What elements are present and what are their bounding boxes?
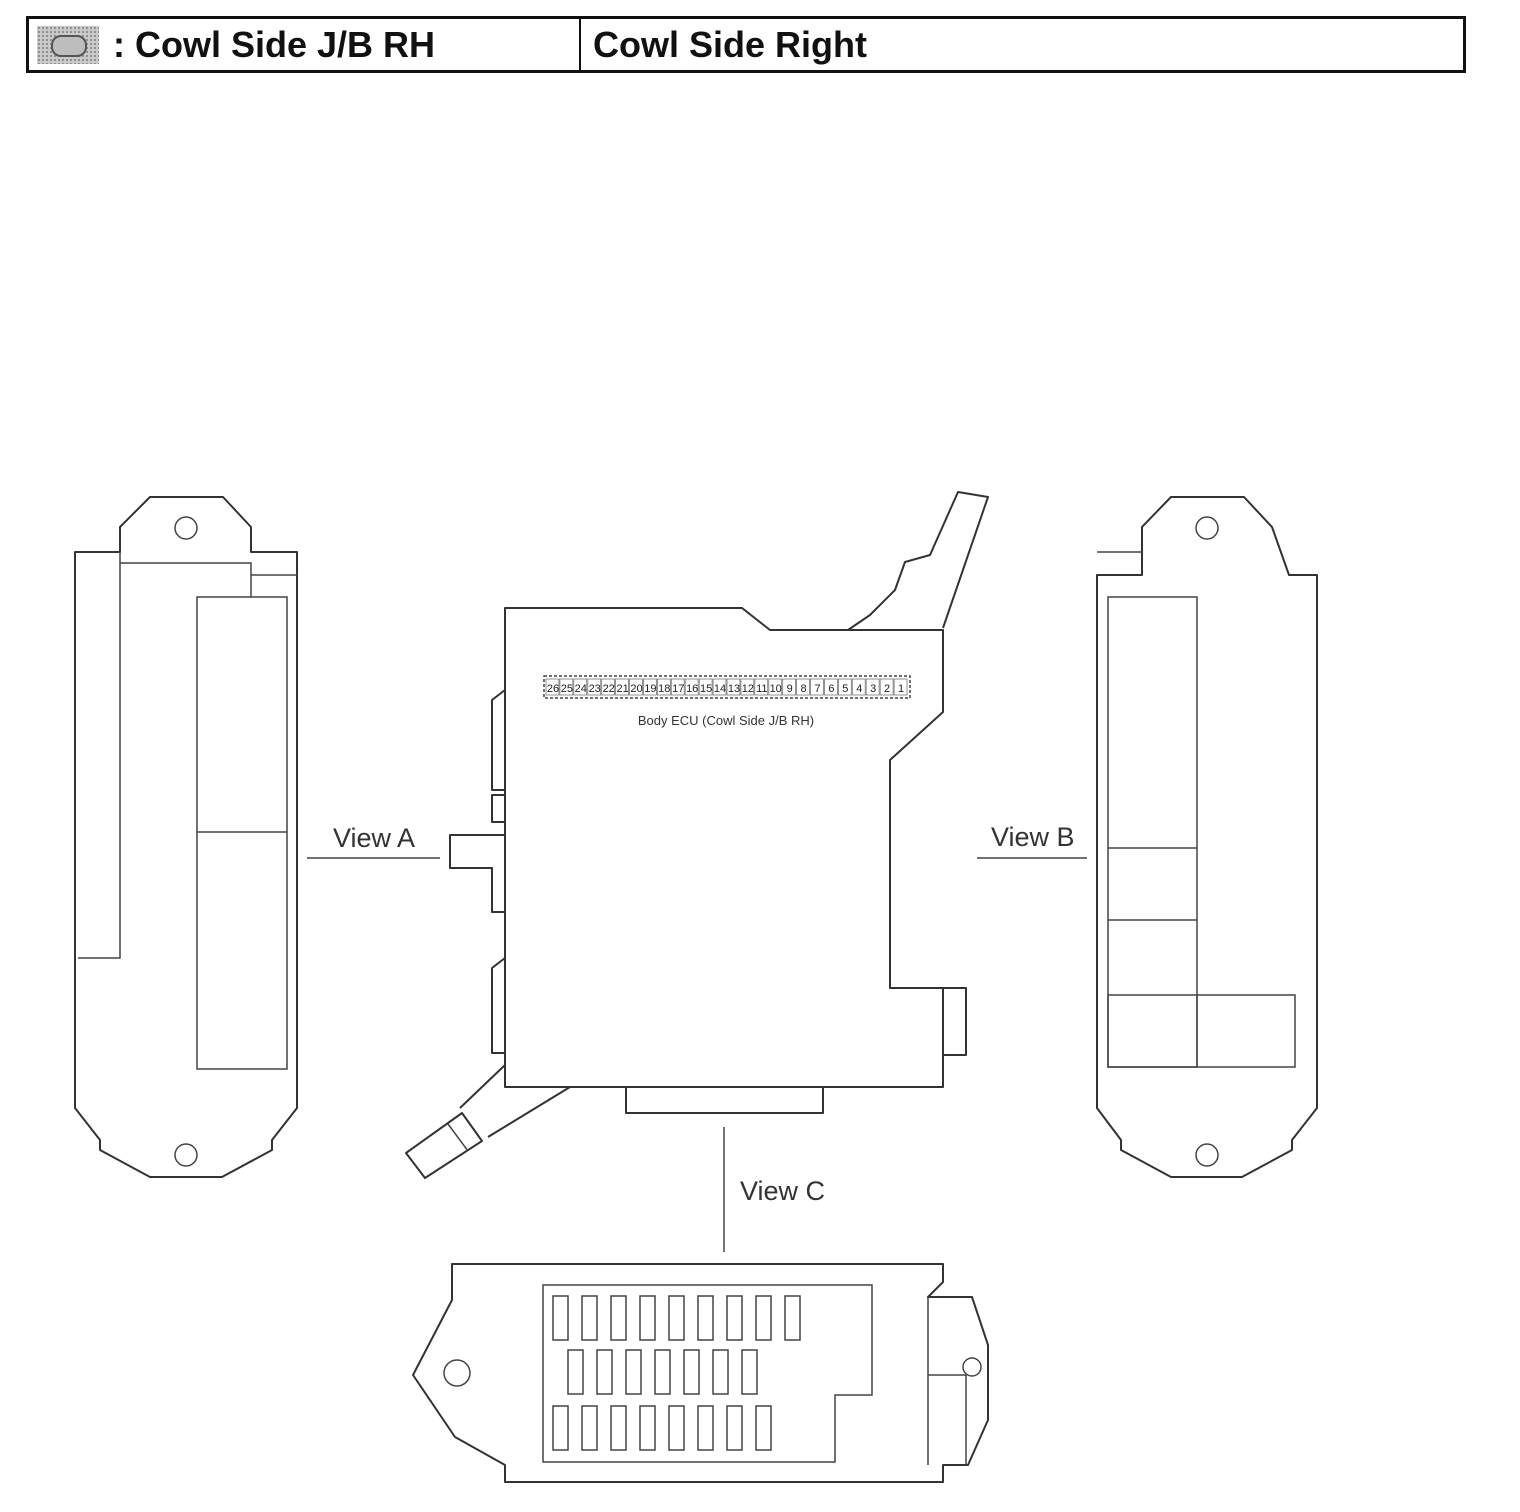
pin-cell xyxy=(782,678,797,696)
pin-number: 12 xyxy=(742,683,754,695)
pin-number: 13 xyxy=(728,683,740,695)
pin-number: 17 xyxy=(672,683,684,695)
pin-number: 7 xyxy=(814,683,820,695)
pin-cell xyxy=(740,678,755,696)
pin-cell xyxy=(615,678,629,696)
pin-cell xyxy=(698,678,713,696)
pin-number: 11 xyxy=(756,683,767,695)
pin-cell xyxy=(768,678,783,696)
connector-code-label: : Cowl Side J/B RH xyxy=(113,23,436,65)
connector-location-cell: Cowl Side Right xyxy=(581,19,1463,70)
fuse-slot xyxy=(697,1295,714,1341)
pin-number: 1 xyxy=(898,683,904,695)
pin-number: 4 xyxy=(856,683,862,695)
pin-cell xyxy=(587,678,602,696)
pin-cell xyxy=(796,678,810,696)
fuse-slot xyxy=(581,1295,598,1341)
connector-location-label: Cowl Side Right xyxy=(593,23,867,65)
connector-icon xyxy=(37,25,99,64)
pin-cell xyxy=(573,678,588,696)
pin-number: 14 xyxy=(714,683,726,695)
pin-cell xyxy=(879,678,894,696)
fuse-slot xyxy=(726,1405,743,1451)
view-b-label: View B xyxy=(991,822,1075,852)
pin-number: 2 xyxy=(884,683,890,695)
pin-number: 20 xyxy=(630,683,642,695)
fuse-slot xyxy=(552,1405,569,1451)
pin-cell xyxy=(851,678,866,696)
view-c-label: View C xyxy=(740,1176,825,1206)
fuse-slot xyxy=(639,1405,656,1451)
pin-cell xyxy=(726,678,741,696)
pin-cell xyxy=(754,678,769,696)
pin-cell xyxy=(824,678,838,696)
fuse-slot xyxy=(697,1405,714,1451)
pin-cell xyxy=(838,678,852,696)
pin-number: 5 xyxy=(842,683,848,695)
fuse-slot xyxy=(581,1405,598,1451)
pin-number: 9 xyxy=(787,683,793,695)
view-b-panel xyxy=(1096,496,1318,1178)
connector-header-table: : Cowl Side J/B RH Cowl Side Right xyxy=(26,16,1466,73)
pin-number: 26 xyxy=(547,683,559,695)
fuse-slot xyxy=(610,1405,627,1451)
pin-cell xyxy=(712,678,727,696)
pin-number: 22 xyxy=(603,683,615,695)
pin-cell xyxy=(670,678,685,696)
fuse-slot xyxy=(712,1349,729,1395)
fuse-slot xyxy=(596,1349,613,1395)
pin-number: 16 xyxy=(686,683,698,695)
view-c-panel xyxy=(412,1263,989,1483)
pin-number: 3 xyxy=(870,683,876,695)
pin-number: 24 xyxy=(575,683,587,695)
fuse-slots xyxy=(552,1295,801,1451)
pin-number: 10 xyxy=(770,683,782,695)
fuse-slot xyxy=(610,1295,627,1341)
fuse-slot xyxy=(755,1405,772,1451)
pin-cell xyxy=(865,678,880,696)
pin-cell xyxy=(810,678,824,696)
pin-cell xyxy=(601,678,616,696)
fuse-slot xyxy=(668,1295,685,1341)
pin-number: 21 xyxy=(616,683,628,695)
fuse-slot xyxy=(654,1349,671,1395)
pin-number: 15 xyxy=(700,683,712,695)
fuse-slot xyxy=(668,1405,685,1451)
pin-number: 19 xyxy=(644,683,656,695)
pin-number: 18 xyxy=(658,683,670,695)
pin-cell xyxy=(629,678,643,696)
fuse-slot xyxy=(552,1295,569,1341)
pin-number: 8 xyxy=(801,683,807,695)
fuse-slot xyxy=(625,1349,642,1395)
pin-cell xyxy=(893,678,908,696)
fuse-slot xyxy=(726,1295,743,1341)
pin-number: 6 xyxy=(828,683,834,695)
body-ecu-label: Body ECU (Cowl Side J/B RH) xyxy=(638,713,814,728)
pin-cell xyxy=(643,678,657,696)
view-a-panel xyxy=(74,496,298,1178)
pin-cell xyxy=(545,678,560,696)
view-a-label: View A xyxy=(333,823,415,853)
pin-cell xyxy=(559,678,574,696)
pin-cell xyxy=(684,678,699,696)
fuse-slot xyxy=(741,1349,758,1395)
pin-number: 25 xyxy=(561,683,573,695)
connector-code-cell: : Cowl Side J/B RH xyxy=(29,19,581,70)
fuse-slot xyxy=(683,1349,700,1395)
pin-cell xyxy=(657,678,671,696)
pin-number: 23 xyxy=(589,683,601,695)
fuse-slot xyxy=(639,1295,656,1341)
fuse-slot xyxy=(567,1349,584,1395)
fuse-slot xyxy=(784,1295,801,1341)
fuse-slot xyxy=(755,1295,772,1341)
